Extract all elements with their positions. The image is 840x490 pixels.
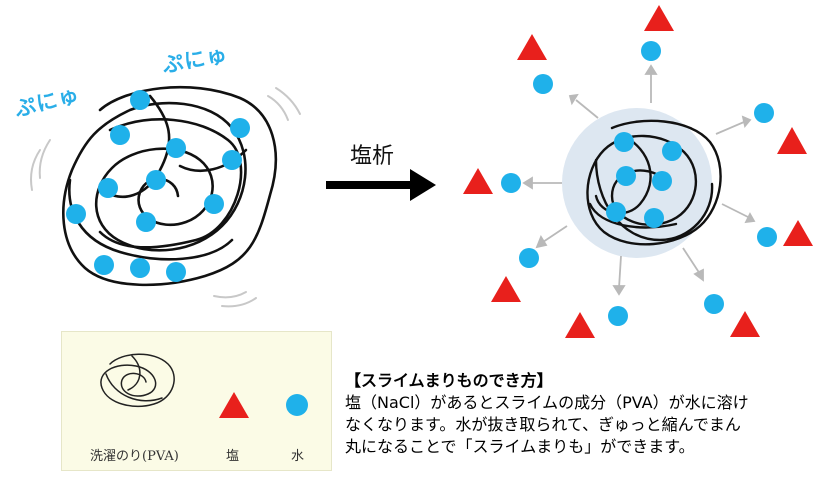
marimo-ball: [562, 108, 722, 258]
explanation-title: 【スライムまりものでき方】: [345, 371, 553, 390]
explanation-line-3: 丸になることで「スライムまりも」ができます。: [345, 437, 695, 456]
released-water-drops: [501, 41, 777, 326]
slime-water-dots: [66, 90, 250, 282]
explanation-body: 塩（NaCl）があるとスライムの成分（PVA）が水に溶け なくなります。水が抜き…: [345, 392, 825, 458]
release-arrows: [522, 64, 756, 296]
wobble-lines: [30, 87, 301, 308]
water-icon: [286, 394, 308, 416]
explanation-line-2: なくなります。水が抜き取られて、ぎゅっと縮んでまん: [345, 415, 741, 434]
legend-panel: 洗濯のり(PVA) 塩 水: [61, 331, 332, 471]
legend-label-salt: 塩: [226, 449, 240, 464]
salt-triangles: [463, 5, 813, 338]
arrow-label: 塩析: [350, 144, 395, 169]
slime-strand-tangle: [62, 85, 278, 287]
explanation-line-1: 塩（NaCl）があるとスライムの成分（PVA）が水に溶け: [345, 393, 749, 412]
marimo-water-dots: [606, 132, 682, 228]
marimo-strands: [586, 119, 722, 246]
legend-label-pva: 洗濯のり(PVA): [90, 449, 179, 464]
salt-icon: [219, 392, 249, 418]
pva-strand-icon: [100, 353, 175, 407]
explanation-block: 【スライムまりものでき方】 塩（NaCl）があるとスライムの成分（PVA）が水に…: [345, 370, 825, 458]
salting-out-arrow: [326, 169, 436, 201]
legend-label-water: 水: [291, 449, 305, 464]
